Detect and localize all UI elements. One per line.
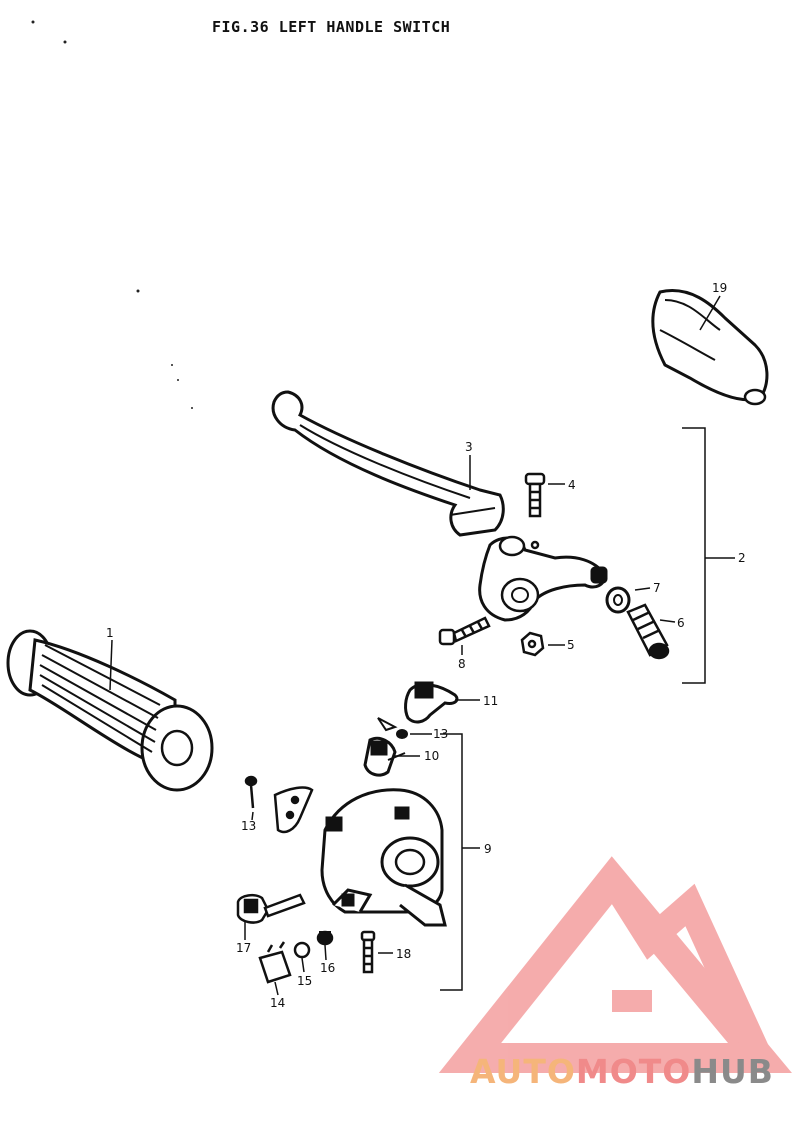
watermark-logo-icon [438, 856, 792, 1073]
callout-14: 14 [270, 996, 285, 1010]
watermark-text: AUTOMOTOHUB [470, 1052, 774, 1091]
adjuster-bolt-part [626, 603, 670, 660]
small-screw-part-upper [377, 717, 408, 739]
callout-4: 4 [568, 478, 576, 492]
lever-holder-part [478, 535, 608, 622]
callout-2: 2 [738, 551, 746, 565]
callout-17: 17 [236, 941, 251, 955]
connector-part [258, 941, 292, 984]
clamp-bolt-part [438, 616, 491, 646]
pivot-bolt-part [524, 472, 546, 550]
callout-6: 6 [677, 616, 685, 630]
washer-part [605, 586, 631, 614]
callout-13-left: 13 [241, 819, 256, 833]
watermark-part-moto: MOTO [575, 1052, 692, 1091]
wire-terminal-part [236, 893, 306, 924]
long-screw-part [360, 930, 376, 974]
scan-specks [31, 20, 193, 409]
handlebar-grip-part [6, 629, 214, 792]
small-nut-part [293, 941, 311, 959]
watermark-part-auto: AUTO [470, 1052, 576, 1091]
callout-13-upper: 13 [433, 727, 448, 741]
nut-part [520, 631, 545, 657]
callout-9: 9 [484, 842, 492, 856]
leader-lines [109, 295, 735, 996]
callout-10: 10 [424, 749, 439, 763]
dimmer-knob-part [363, 736, 406, 777]
lever-boot-part [651, 289, 769, 406]
watermark-part-hub: HUB [691, 1052, 774, 1091]
callout-19: 19 [712, 281, 727, 295]
callout-18: 18 [396, 947, 411, 961]
callout-1: 1 [106, 626, 114, 640]
switch-housing-part [320, 788, 447, 927]
callout-11: 11 [483, 694, 498, 708]
clutch-lever-part [271, 390, 505, 537]
callout-7: 7 [653, 581, 661, 595]
callout-8: 8 [458, 657, 466, 671]
housing-screw-part [316, 930, 334, 946]
choke-lever-part [404, 681, 459, 724]
figure-title: FIG.36 LEFT HANDLE SWITCH [212, 18, 451, 36]
callout-16: 16 [320, 961, 335, 975]
callout-15: 15 [297, 974, 312, 988]
small-screw-part-left [244, 775, 314, 834]
callout-5: 5 [567, 638, 575, 652]
callout-3: 3 [465, 440, 473, 454]
